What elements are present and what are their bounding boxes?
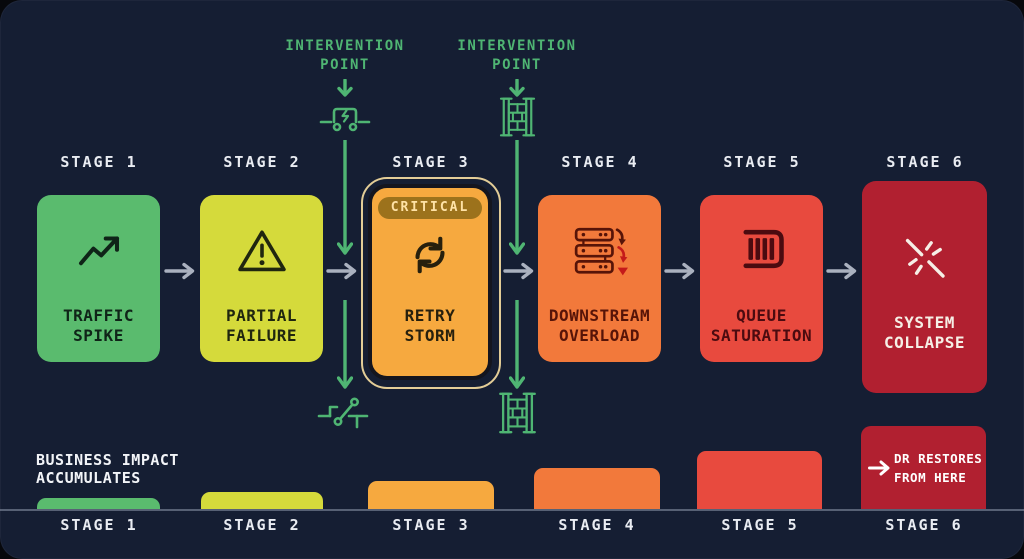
stage-5-label: STAGE 5 [723,153,801,171]
impact-baseline [0,509,1024,511]
trend-up-icon [72,225,126,279]
impact-bar-stage-4 [534,468,660,509]
axis-stage-2-label: STAGE 2 [223,516,301,534]
intervention-label-line1: INTERVENTION [457,38,577,54]
stage-3-label: STAGE 3 [392,153,470,171]
stage-2-label: STAGE 2 [223,153,301,171]
queue-icon [736,225,788,273]
warning-triangle-icon [235,225,289,279]
collapse-icon [898,231,952,285]
circuit-breaker-icon [319,99,371,139]
flow-arrow-icon [664,262,696,280]
dr-restores-note: DR RESTORES FROM HERE [894,451,983,485]
impact-bar-stage-1 [37,498,160,509]
impact-bar-stage-6: DR RESTORES FROM HERE [861,426,986,509]
axis-stage-3-label: STAGE 3 [392,516,470,534]
intervention-point-label-2: INTERVENTION POINT [407,37,627,75]
flow-arrow-icon [826,262,858,280]
open-breaker-icon [317,392,369,438]
axis-stage-6-label: STAGE 6 [885,516,963,534]
flow-arrow-icon [326,262,358,280]
impact-bar-stage-2 [201,492,323,509]
arrow-down-icon [509,79,525,101]
stage-1-label: STAGE 1 [60,153,138,171]
impact-bar-stage-5 [697,451,822,509]
arrow-down-icon [337,79,353,101]
dr-arrow-icon [868,459,892,477]
intervention-arrow-lower-1 [337,300,353,390]
intervention-arrow-upper-2 [509,140,525,256]
stage-4-label: STAGE 4 [561,153,639,171]
flow-arrow-icon [503,262,535,280]
retry-icon [404,229,456,281]
flow-arrow-icon [164,262,196,280]
critical-badge: CRITICAL [377,197,483,219]
bulkhead-icon [497,390,538,440]
axis-stage-4-label: STAGE 4 [558,516,636,534]
intervention-label-line2: POINT [320,57,370,73]
intervention-label-line1: INTERVENTION [285,38,405,54]
business-impact-heading: BUSINESS IMPACT ACCUMULATES [36,451,179,487]
intervention-point-label-1: INTERVENTION POINT [235,37,455,75]
stage-6-label: STAGE 6 [886,153,964,171]
bulkhead-icon [497,95,538,143]
axis-stage-1-label: STAGE 1 [60,516,138,534]
intervention-arrow-upper-1 [337,140,353,256]
server-overload-icon [572,225,628,277]
impact-bar-stage-3 [368,481,494,509]
axis-stage-5-label: STAGE 5 [721,516,799,534]
intervention-label-line2: POINT [492,57,542,73]
intervention-arrow-lower-2 [509,300,525,390]
